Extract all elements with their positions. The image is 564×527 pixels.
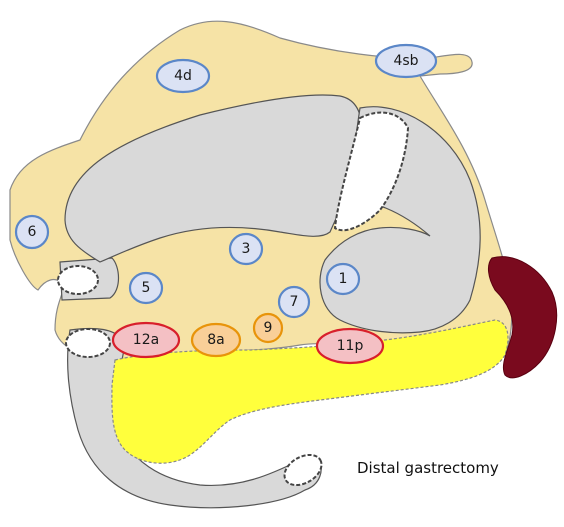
lymph-node-label: 1 bbox=[339, 271, 348, 287]
lymph-node-5: 5 bbox=[128, 271, 164, 305]
lymph-node-12a: 12a bbox=[111, 321, 181, 359]
lymph-node-4d: 4d bbox=[155, 58, 211, 94]
lymph-node-label: 5 bbox=[142, 280, 151, 296]
lymph-node-marker bbox=[277, 285, 311, 319]
lymph-node-label: 12a bbox=[133, 332, 159, 348]
lymph-node-label: 4d bbox=[174, 68, 192, 84]
lymph-node-6: 6 bbox=[14, 214, 50, 250]
lymph-node-3: 3 bbox=[228, 232, 264, 266]
lymph-node-marker bbox=[228, 232, 264, 266]
lymph-node-marker bbox=[14, 214, 50, 250]
lymph-node-marker bbox=[252, 312, 284, 344]
lymph-node-marker bbox=[111, 321, 181, 359]
jejunum-cut-end bbox=[283, 453, 323, 487]
lymph-node-label: 7 bbox=[290, 294, 299, 310]
lymph-node-9: 9 bbox=[252, 312, 284, 344]
lymph-node-8a: 8a bbox=[190, 322, 242, 358]
duodenum-cut-end bbox=[57, 265, 99, 295]
lymph-node-4sb: 4sb bbox=[374, 43, 438, 79]
lymph-node-11p: 11p bbox=[315, 327, 385, 365]
lymph-node-stations: 4d 4sb 6 3 5 1 7 9 8a 12a 11p bbox=[14, 43, 438, 365]
lymph-node-7: 7 bbox=[277, 285, 311, 319]
stomach-cut-edge bbox=[333, 111, 410, 232]
lymph-node-label: 3 bbox=[242, 241, 251, 257]
spleen bbox=[487, 256, 558, 379]
lymph-node-marker bbox=[155, 58, 211, 94]
duodenum-lower-cut-end bbox=[65, 328, 111, 358]
lymph-node-1: 1 bbox=[325, 262, 361, 296]
lymph-node-label: 6 bbox=[28, 224, 37, 240]
lymph-node-marker bbox=[325, 262, 361, 296]
lymph-node-label: 11p bbox=[337, 338, 364, 354]
lymph-node-label: 4sb bbox=[393, 53, 418, 69]
lymph-node-marker bbox=[190, 322, 242, 358]
caption: Distal gastrectomy bbox=[357, 459, 499, 477]
lymph-node-label: 8a bbox=[207, 332, 225, 348]
lymph-node-marker bbox=[315, 327, 385, 365]
lymph-node-label: 9 bbox=[264, 320, 273, 336]
lymph-node-marker bbox=[128, 271, 164, 305]
lymph-node-marker bbox=[374, 43, 438, 79]
